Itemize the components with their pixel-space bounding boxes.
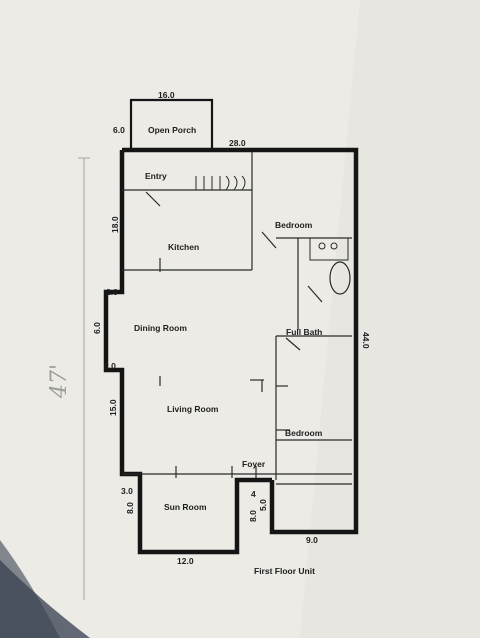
bath-fixtures xyxy=(309,237,351,295)
room-living-room: Living Room xyxy=(167,404,219,414)
sunroom-offset-label: 3.0 xyxy=(121,486,133,496)
room-sun-room: Sun Room xyxy=(164,502,207,512)
room-bedroom-lower: Bedroom xyxy=(285,428,323,438)
left-notch-bottom-label: 2.0 xyxy=(104,361,116,371)
room-kitchen: Kitchen xyxy=(168,242,199,252)
sunroom-width-label: 12.0 xyxy=(177,556,194,566)
foyer-depth-label: 8.0 xyxy=(248,510,258,522)
bottom-right-label: 9.0 xyxy=(306,535,318,545)
room-bedroom-upper: Bedroom xyxy=(275,220,313,230)
foyer-step-label: 4 xyxy=(251,489,256,499)
porch-width-label: 16.0 xyxy=(158,90,175,100)
pencil-total-label: 47' xyxy=(47,364,72,399)
interior-walls xyxy=(122,152,352,485)
left-notch-top-label: 2.0 xyxy=(106,287,118,297)
room-dining-room: Dining Room xyxy=(134,323,187,333)
foyer-height-label: 5.0 xyxy=(258,499,268,511)
left-upper-label: 18.0 xyxy=(110,216,120,233)
porch-depth-label: 6.0 xyxy=(113,125,125,135)
sunroom-depth-label: 8.0 xyxy=(125,502,135,514)
left-lower-label: 15.0 xyxy=(108,399,118,416)
top-width-label: 28.0 xyxy=(229,138,246,148)
room-open-porch: Open Porch xyxy=(148,125,196,135)
plan-caption: First Floor Unit xyxy=(254,566,315,576)
open-porch xyxy=(129,98,214,152)
room-full-bath: Full Bath xyxy=(286,327,322,337)
room-entry: Entry xyxy=(145,171,167,181)
pencil-dimension-line xyxy=(78,157,90,600)
left-mid-label: 6.0 xyxy=(92,322,102,334)
closet-ticks xyxy=(195,175,246,191)
room-foyer: Foyer xyxy=(242,459,266,469)
right-length-label: 44.0 xyxy=(361,332,371,349)
